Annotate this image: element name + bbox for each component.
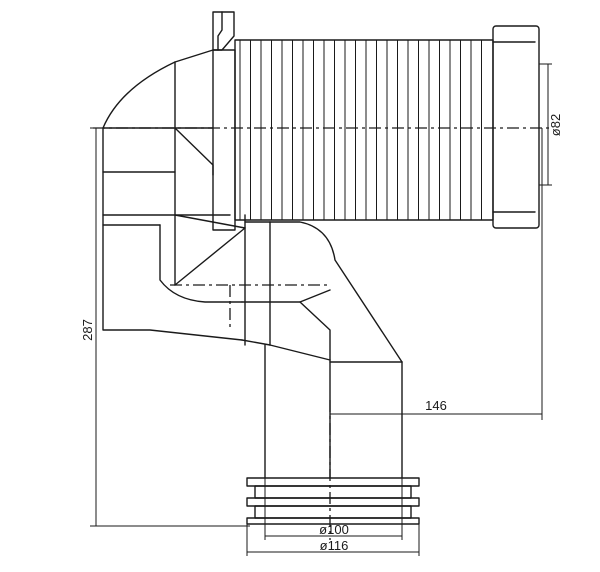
dimension-dia-116: ø116 bbox=[246, 524, 420, 556]
wall-flange bbox=[212, 49, 236, 231]
dimension-287: 287 bbox=[80, 127, 250, 527]
dim-dia-100-label: ø100 bbox=[319, 522, 349, 537]
end-cap bbox=[492, 25, 540, 229]
dim-dia-116-label: ø116 bbox=[320, 538, 349, 553]
elbow-body bbox=[102, 49, 403, 363]
dim-dia-82-label: ø82 bbox=[548, 114, 563, 136]
dim-287-label: 287 bbox=[80, 319, 95, 341]
dimension-146: 146 bbox=[330, 128, 543, 420]
corrugated-hose bbox=[234, 39, 494, 221]
top-tab bbox=[212, 11, 235, 51]
dimension-dia-100: ø100 bbox=[264, 478, 403, 540]
outlet-seal-rings bbox=[246, 477, 420, 525]
dim-146-label: 146 bbox=[425, 398, 447, 413]
dimension-dia-82: ø82 bbox=[539, 63, 563, 186]
outlet-pipe bbox=[264, 344, 403, 479]
